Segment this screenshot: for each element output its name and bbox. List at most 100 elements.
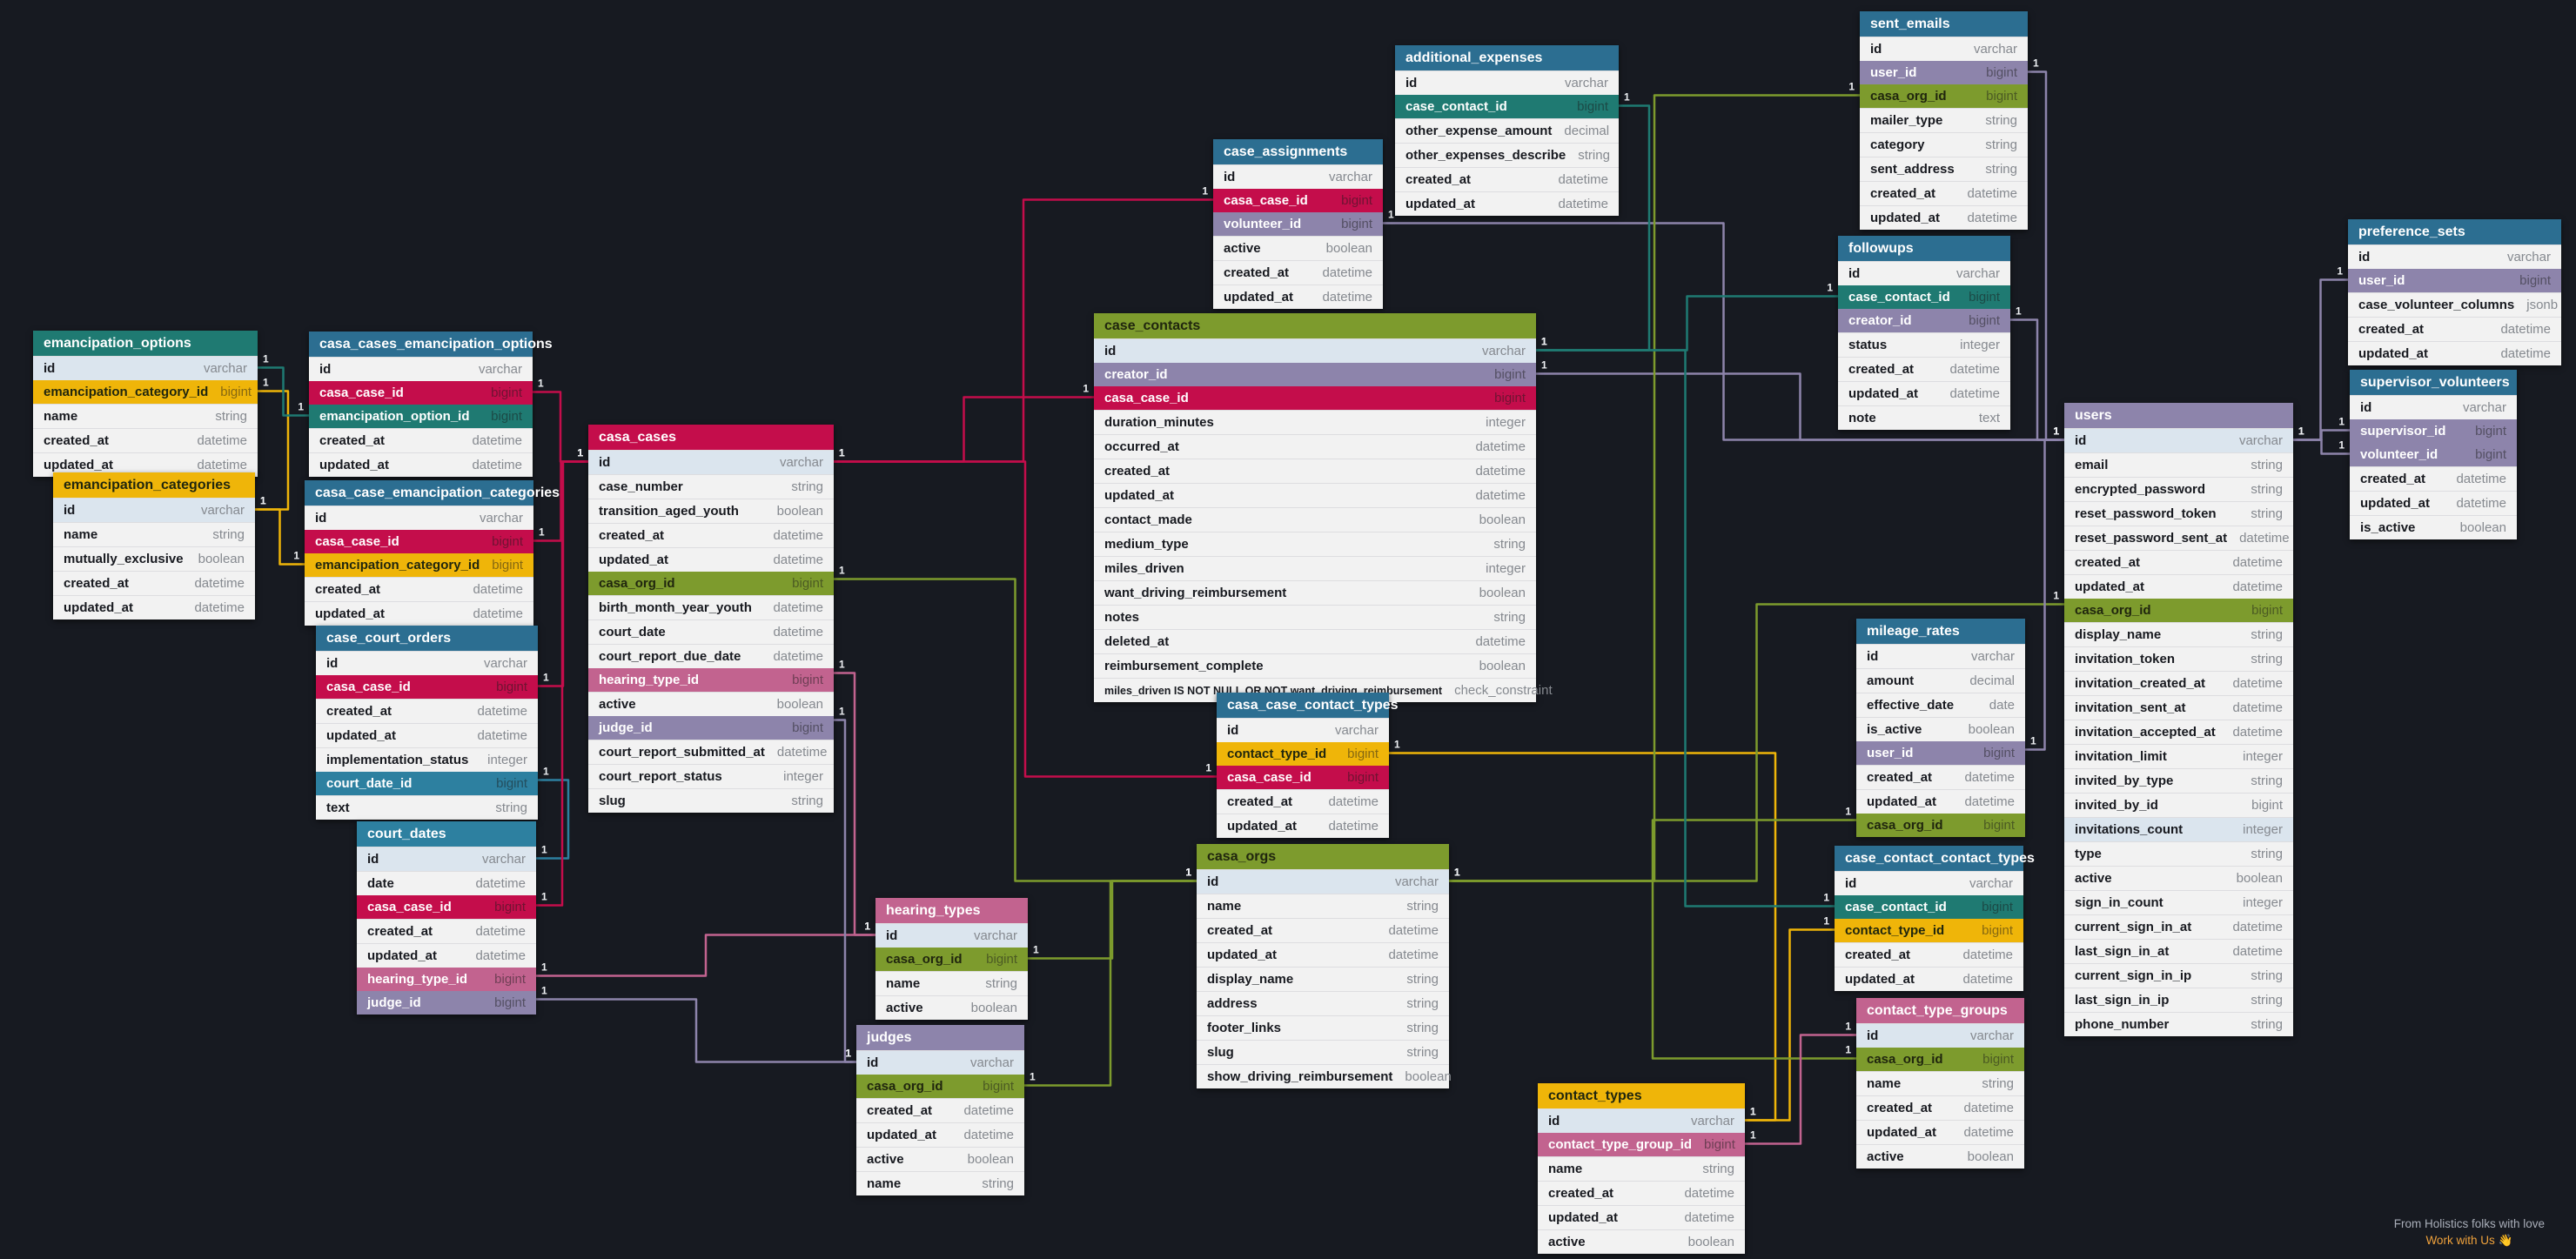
work-with-us-link[interactable]: Work with Us 👋 — [2425, 1234, 2513, 1247]
table-header[interactable]: court_dates — [357, 821, 536, 847]
table-header[interactable]: casa_case_emancipation_categories — [305, 480, 560, 506]
table-header[interactable]: case_contacts — [1094, 313, 1536, 338]
table-header[interactable]: emancipation_categories — [53, 472, 255, 498]
table-header[interactable]: contact_types — [1538, 1083, 1745, 1108]
table-header[interactable]: casa_cases — [588, 425, 834, 450]
table-header[interactable]: emancipation_options — [33, 331, 258, 356]
table-header[interactable]: case_assignments — [1213, 139, 1383, 164]
table-header[interactable]: additional_expenses — [1395, 45, 1619, 70]
table-header[interactable]: contact_type_groups — [1856, 998, 2024, 1023]
table-header[interactable]: case_contact_contact_types — [1835, 846, 2035, 871]
